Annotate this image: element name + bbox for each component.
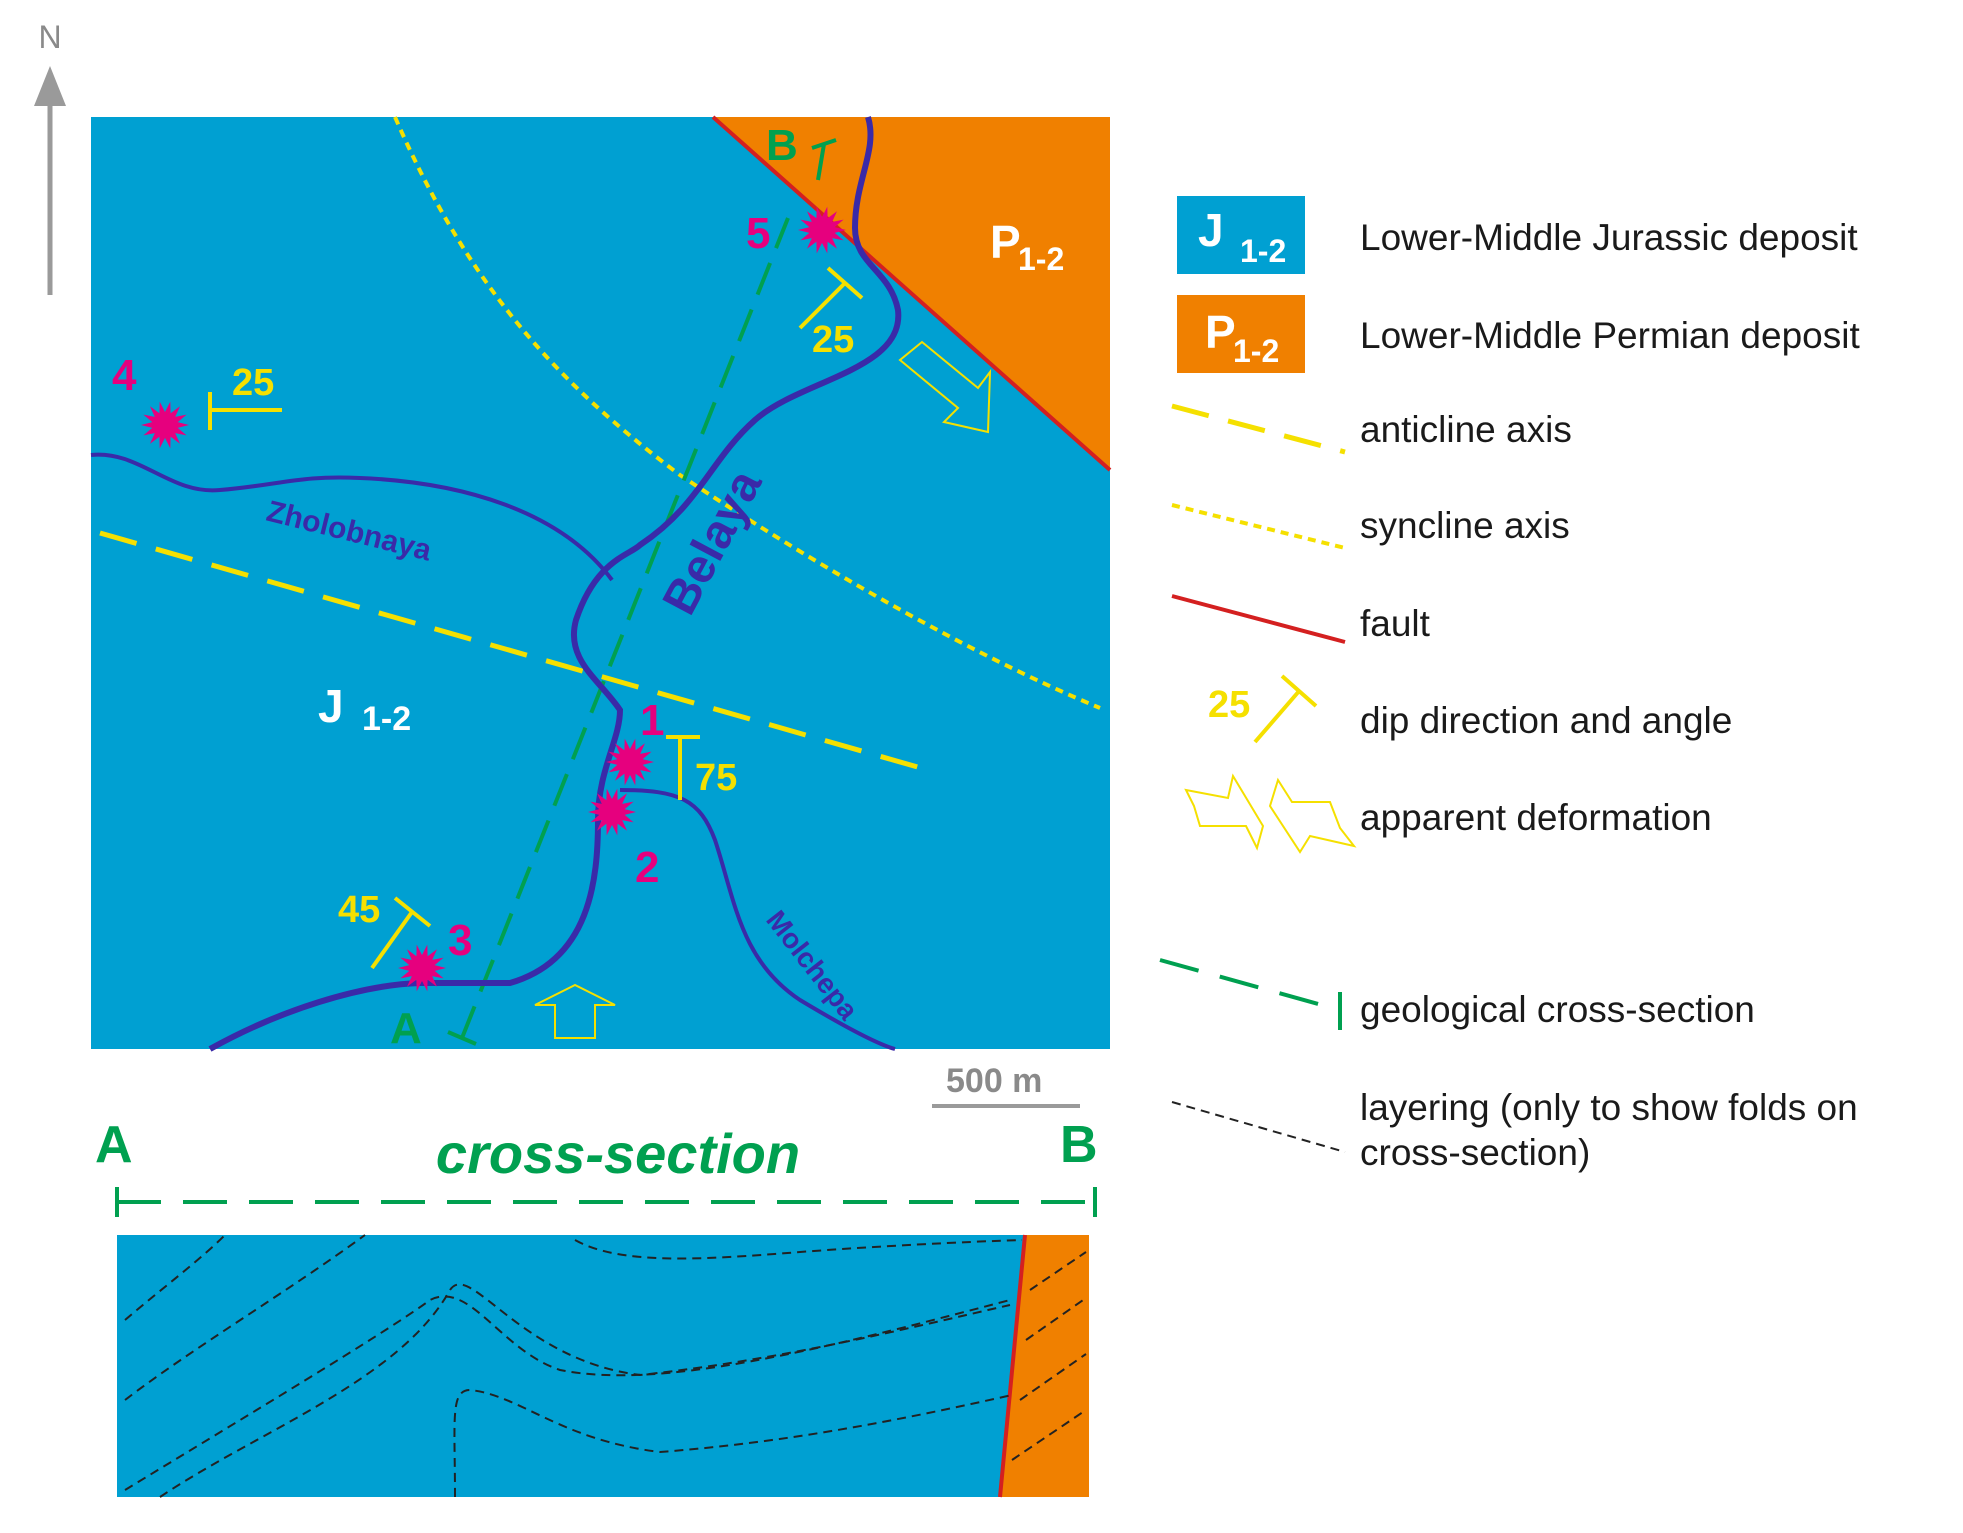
legend-symbol-syncline: [1171, 503, 1346, 550]
legend-label-section: geological cross-section: [1360, 989, 1755, 1030]
svg-text:1-2: 1-2: [1018, 241, 1064, 277]
legend-swatch-jurassic: [1177, 196, 1305, 274]
svg-text:1-2: 1-2: [362, 700, 411, 738]
river-zholobnaya: [90, 452, 614, 582]
map-section-label-b: B: [766, 121, 798, 170]
legend-label-anticline: anticline axis: [1360, 409, 1572, 450]
svg-text:P: P: [990, 216, 1021, 268]
legend-item-dip: 25 dip direction and angle: [1208, 674, 1732, 744]
map-panel: Belaya Zholobnaya Molchepa J 1-2 P 1-2 2…: [90, 115, 1112, 1053]
legend-label-deformation: apparent deformation: [1360, 797, 1712, 838]
deformation-arrow-southeast-icon: [898, 340, 992, 434]
legend-item-syncline: syncline axis: [1171, 503, 1570, 550]
site-number-5: 5: [746, 209, 770, 258]
svg-text:P: P: [1205, 306, 1236, 358]
legend-item-deformation: apparent deformation: [1184, 773, 1712, 854]
syncline-axis: [393, 116, 1101, 710]
cross-section: A B cross-section: [95, 1116, 1098, 1498]
cross-section-label-b: B: [1060, 1116, 1098, 1174]
north-arrow: N: [34, 19, 66, 295]
map-section-label-a: A: [390, 1004, 422, 1053]
site-number-1: 1: [640, 696, 664, 745]
dip-symbol-site3: 45: [338, 889, 432, 970]
legend-label-syncline: syncline axis: [1360, 505, 1570, 546]
svg-text:J: J: [318, 680, 344, 732]
section-layering: [124, 1234, 1087, 1498]
legend-label-dip: dip direction and angle: [1360, 700, 1732, 741]
legend-deformation-arrow-right-icon: [1184, 773, 1265, 851]
anticline-axis: [99, 530, 929, 773]
legend-item-jurassic: J 1-2 Lower-Middle Jurassic deposit: [1177, 196, 1858, 274]
svg-text:1-2: 1-2: [1240, 233, 1286, 269]
fault-line: [711, 115, 1112, 472]
map-unit-label-permian: P 1-2: [990, 216, 1064, 277]
site-marker-1: 1: [606, 696, 664, 786]
legend-label-fault: fault: [1360, 603, 1431, 644]
map-unit-label-jurassic: J 1-2: [318, 680, 411, 738]
svg-text:1-2: 1-2: [1233, 333, 1279, 369]
deformation-arrow-north-icon: [534, 983, 616, 1039]
north-label: N: [38, 19, 61, 55]
river-molchepa: [619, 788, 896, 1051]
legend-item-layering: layering (only to show folds on cross-se…: [1171, 1087, 1858, 1173]
dip-symbol-site5: 25: [798, 266, 864, 361]
legend-symbol-fault: [1171, 594, 1346, 644]
dip-symbol-site1: 75: [666, 735, 737, 800]
legend-swatch-permian: [1177, 295, 1305, 373]
site-marker-2: 2: [588, 788, 659, 892]
dip-symbol-site4: 25: [208, 362, 282, 430]
legend: J 1-2 Lower-Middle Jurassic deposit P 1-…: [1159, 196, 1860, 1173]
cross-section-label-a: A: [95, 1116, 133, 1174]
dip-value-site5: 25: [812, 319, 854, 361]
dip-value-site1: 75: [695, 757, 737, 799]
legend-item-permian: P 1-2 Lower-Middle Permian deposit: [1177, 295, 1860, 373]
legend-symbol-layering: [1171, 1101, 1346, 1153]
site-number-3: 3: [448, 916, 472, 965]
legend-label-jurassic: Lower-Middle Jurassic deposit: [1360, 217, 1858, 258]
legend-symbol-dip: [1253, 688, 1302, 744]
legend-label-layering-line2: cross-section): [1360, 1132, 1590, 1173]
river-belaya: [208, 116, 902, 1052]
section-trace-cap-a: [447, 1030, 477, 1046]
legend-symbol-anticline: [1171, 403, 1346, 455]
section-jurassic-area: [117, 1235, 1089, 1497]
site-number-4: 4: [112, 351, 137, 400]
scale-bar-label: 500 m: [946, 1062, 1042, 1100]
legend-symbol-section: [1159, 958, 1341, 1012]
site-number-2: 2: [635, 843, 659, 892]
svg-text:J: J: [1198, 204, 1224, 256]
legend-item-section: geological cross-section: [1159, 958, 1755, 1030]
section-permian-area: [1000, 1235, 1089, 1497]
legend-label-layering-line1: layering (only to show folds on: [1360, 1087, 1858, 1128]
site-marker-3: 3: [398, 916, 472, 992]
cross-section-title: cross-section: [436, 1122, 800, 1185]
north-arrow-head-icon: [34, 66, 66, 106]
site-marker-4: 4: [112, 351, 189, 449]
legend-label-permian: Lower-Middle Permian deposit: [1360, 315, 1860, 356]
legend-item-anticline: anticline axis: [1171, 403, 1572, 455]
section-trace-tick-b: [816, 143, 826, 181]
legend-deformation-arrow-left-icon: [1268, 777, 1357, 854]
dip-value-site4: 25: [232, 362, 274, 404]
scale-bar: 500 m: [932, 1062, 1080, 1108]
section-fault-line: [998, 1234, 1027, 1498]
legend-dip-sample-value: 25: [1208, 684, 1250, 726]
dip-value-site3: 45: [338, 889, 380, 931]
legend-item-fault: fault: [1171, 594, 1431, 644]
site-marker-5: 5: [746, 206, 846, 258]
